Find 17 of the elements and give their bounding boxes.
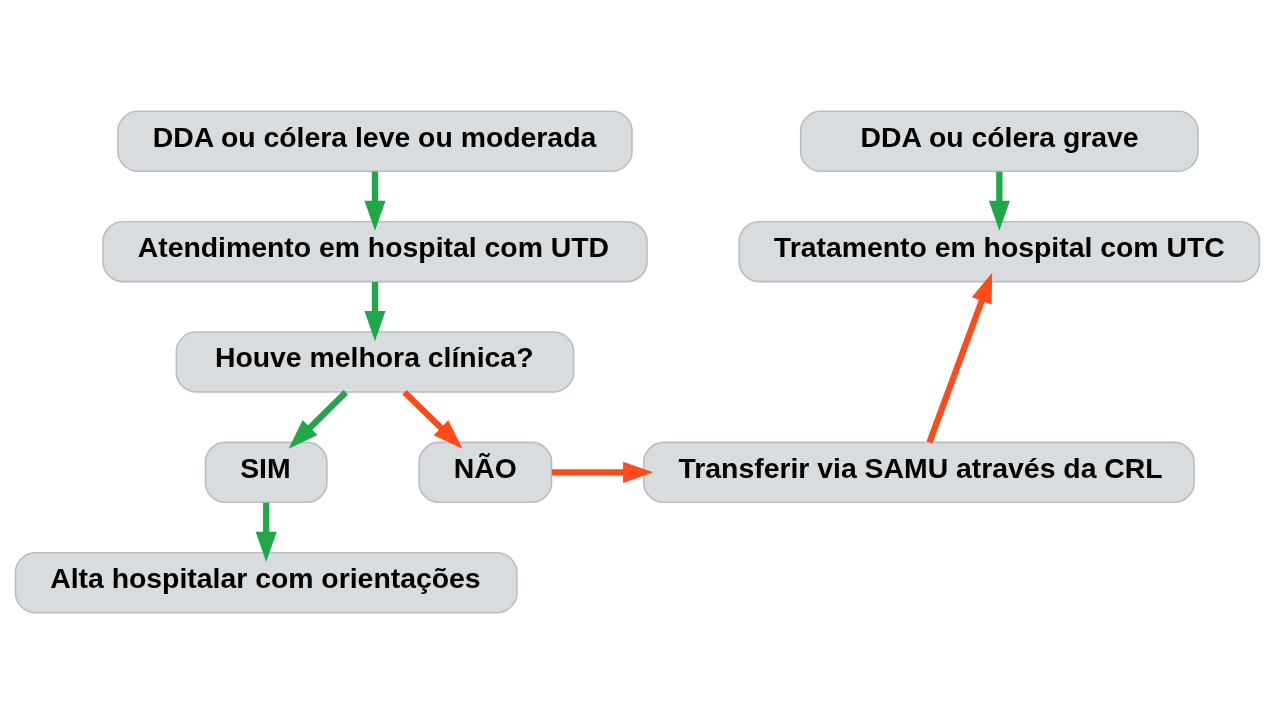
node-box: NÃO: [418, 441, 553, 504]
arrow: [288, 390, 349, 449]
node-box: DDA ou cólera grave: [799, 110, 1199, 172]
arrow: [402, 390, 463, 449]
arrow: [255, 502, 277, 562]
node-box: Transferir via SAMU através da CRL: [643, 441, 1195, 504]
node-box: Tratamento em hospital com UTC: [738, 220, 1261, 283]
arrow: [926, 272, 993, 444]
node-box: DDA ou cólera leve ou moderada: [117, 110, 633, 172]
node-box: Atendimento em hospital com UTD: [102, 220, 648, 283]
node-box: SIM: [204, 441, 328, 504]
node-box: Houve melhora clínica?: [175, 331, 575, 393]
arrow: [551, 461, 654, 483]
arrow: [988, 171, 1010, 231]
arrow: [364, 171, 386, 231]
arrow: [364, 281, 386, 342]
node-box: Alta hospitalar com orientações: [14, 552, 518, 614]
